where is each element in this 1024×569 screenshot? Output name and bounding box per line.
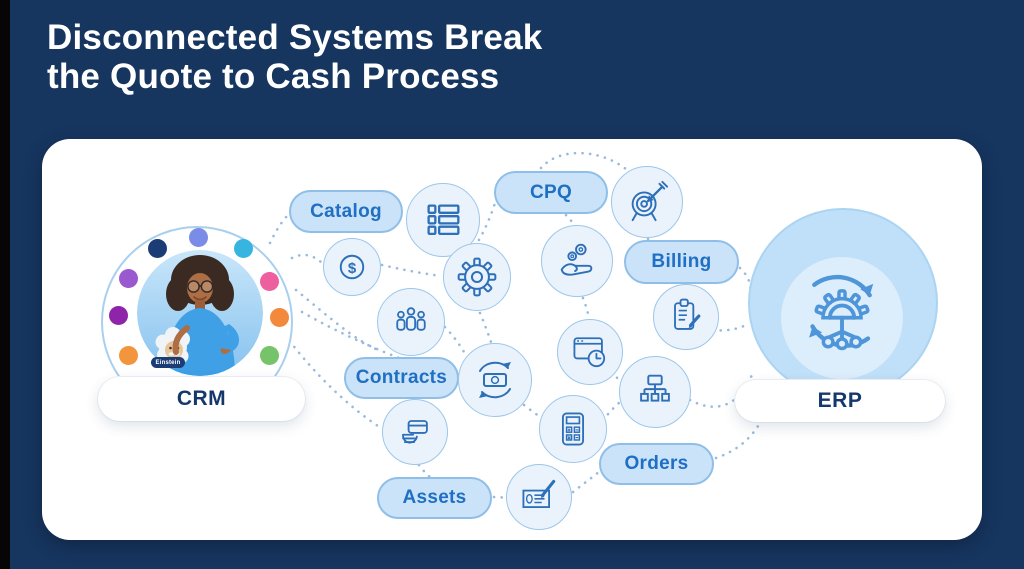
pill-contracts: Contracts (344, 357, 459, 399)
pill-billing-label: Billing (651, 251, 712, 272)
browser-clock-icon (557, 319, 623, 385)
title-line-1: Disconnected Systems Break (47, 18, 543, 57)
svg-text:$: $ (348, 260, 357, 277)
pill-assets-label: Assets (402, 487, 467, 508)
crm-agent-portrait (137, 250, 263, 376)
pill-orders-label: Orders (624, 453, 689, 474)
crm-dot (260, 346, 279, 365)
gear-icon (443, 243, 511, 311)
pill-catalog-label: Catalog (310, 200, 382, 222)
calculator-icon (539, 395, 607, 463)
cheque-pen-icon (506, 464, 572, 530)
crm-dot (148, 239, 167, 258)
pill-cpq: CPQ (494, 171, 608, 214)
crm-dot (260, 272, 279, 291)
erp-inner-circle (781, 257, 903, 379)
card-hand-icon (382, 399, 448, 465)
crm-dot (119, 346, 138, 365)
erp-label: ERP (817, 389, 863, 412)
crm-dot (189, 228, 208, 247)
crm-dot (270, 308, 289, 327)
pill-catalog: Catalog (289, 190, 403, 233)
erp-label-pill: ERP (735, 380, 945, 422)
title-line-2: the Quote to Cash Process (47, 57, 500, 96)
pill-orders: Orders (599, 443, 714, 485)
letterbox-strip (0, 0, 10, 569)
pill-contracts-label: Contracts (355, 367, 448, 388)
slide-title: Disconnected Systems Break the Quote to … (47, 18, 542, 96)
einstein-badge-label: Einstein (155, 359, 181, 366)
crm-dot (119, 269, 138, 288)
people-icon (377, 288, 445, 356)
pill-cpq-label: CPQ (529, 181, 573, 203)
crm-label-pill: CRM (98, 377, 305, 421)
crm-label: CRM (176, 387, 227, 410)
pill-billing: Billing (624, 240, 739, 284)
flowchart-icon (619, 356, 691, 428)
coins-hand-icon (541, 225, 613, 297)
money-cycle-icon (458, 343, 532, 417)
pill-assets: Assets (377, 477, 492, 519)
einstein-badge: Einstein (151, 357, 185, 368)
erp-process-icon (790, 264, 894, 373)
clipboard-pencil-icon (653, 284, 719, 350)
dollar-icon: $ (323, 238, 381, 296)
crm-dot (234, 239, 253, 258)
crm-dot (109, 306, 128, 325)
target-icon (611, 166, 683, 238)
